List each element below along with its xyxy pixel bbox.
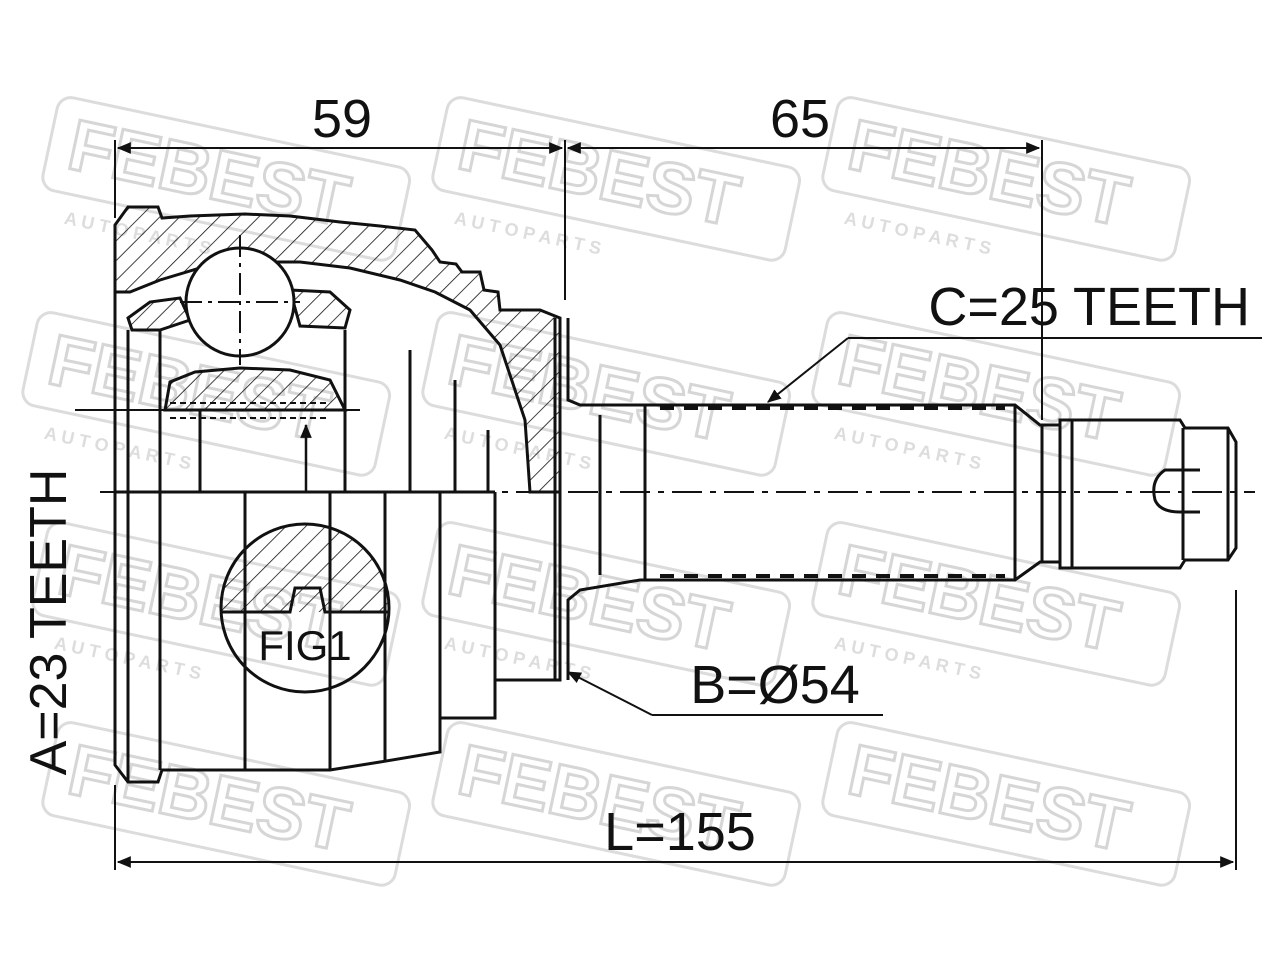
watermark-tagline: A U T O P A R T S bbox=[443, 633, 594, 684]
dimension-59-label: 59 bbox=[312, 89, 372, 149]
inner-teeth-label: A=23 TEETH bbox=[20, 469, 78, 776]
fig1-detail: FIG1 bbox=[219, 522, 391, 694]
dimension-65-label: 65 bbox=[770, 89, 830, 149]
dimension-59 bbox=[114, 140, 566, 300]
outer-diameter-label: B=Ø54 bbox=[690, 655, 860, 715]
housing-section-upper bbox=[113, 205, 562, 494]
watermark: FEBEST A U T O P A R T S bbox=[811, 311, 1182, 477]
leader-b bbox=[566, 671, 883, 716]
stub-shaft bbox=[566, 318, 1238, 680]
watermark: FEBEST A U T O P A R T S bbox=[821, 96, 1192, 262]
total-length-label: L=155 bbox=[604, 802, 756, 862]
watermark: FEBEST A U T O P A R T S bbox=[811, 521, 1182, 687]
watermark-tagline: A U T O P A R T S bbox=[843, 208, 994, 259]
inner-spline bbox=[75, 402, 360, 419]
watermark-tagline: A U T O P A R T S bbox=[43, 423, 194, 474]
leader-c bbox=[767, 337, 1262, 403]
watermark-tagline: A U T O P A R T S bbox=[443, 423, 594, 474]
dimension-65 bbox=[566, 140, 1043, 420]
watermark: FEBEST A U T O P A R T S bbox=[431, 96, 802, 262]
watermark: FEBEST A U T O P A R T S bbox=[421, 311, 792, 477]
watermark-tagline: A U T O P A R T S bbox=[833, 423, 984, 474]
dimension-l155 bbox=[114, 590, 1237, 870]
fig1-label: FIG1 bbox=[258, 622, 351, 669]
outer-teeth-label: C=25 TEETH bbox=[928, 277, 1250, 337]
watermark-tagline: A U T O P A R T S bbox=[453, 208, 604, 259]
